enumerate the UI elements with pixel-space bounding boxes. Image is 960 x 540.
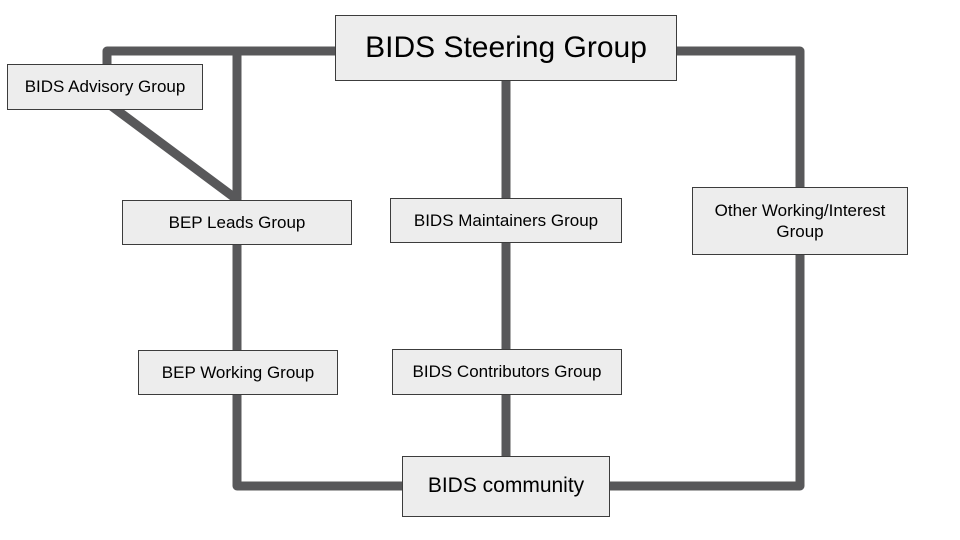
connector-advisory-to-bep-leads <box>103 98 242 205</box>
box-bids-advisory-group: BIDS Advisory Group <box>7 64 203 110</box>
box-bids-contributors-group: BIDS Contributors Group <box>392 349 622 395</box>
box-label: BIDS Contributors Group <box>412 362 602 382</box>
connector-steering-to-advisory <box>102 46 340 68</box>
box-label: BIDS community <box>427 474 585 498</box>
box-label: BIDS Steering Group <box>365 31 647 65</box>
box-label: BEP Leads Group <box>168 212 306 232</box>
box-bep-leads-group: BEP Leads Group <box>122 200 352 245</box>
box-label: BIDS Advisory Group <box>24 77 186 97</box>
box-label: BIDS Maintainers Group <box>413 210 599 230</box>
box-label: Other Working/Interest Group <box>714 200 886 241</box>
box-other-working-interest-group: Other Working/Interest Group <box>692 187 908 255</box>
connector-bep-column-to-community <box>232 51 405 491</box>
box-bids-maintainers-group: BIDS Maintainers Group <box>390 198 622 243</box>
box-bids-community: BIDS community <box>402 456 610 517</box>
box-bids-steering-group: BIDS Steering Group <box>335 15 677 81</box>
connector-right-column-to-community <box>607 46 805 491</box>
box-bep-working-group: BEP Working Group <box>138 350 338 395</box>
box-label: BEP Working Group <box>161 362 315 382</box>
